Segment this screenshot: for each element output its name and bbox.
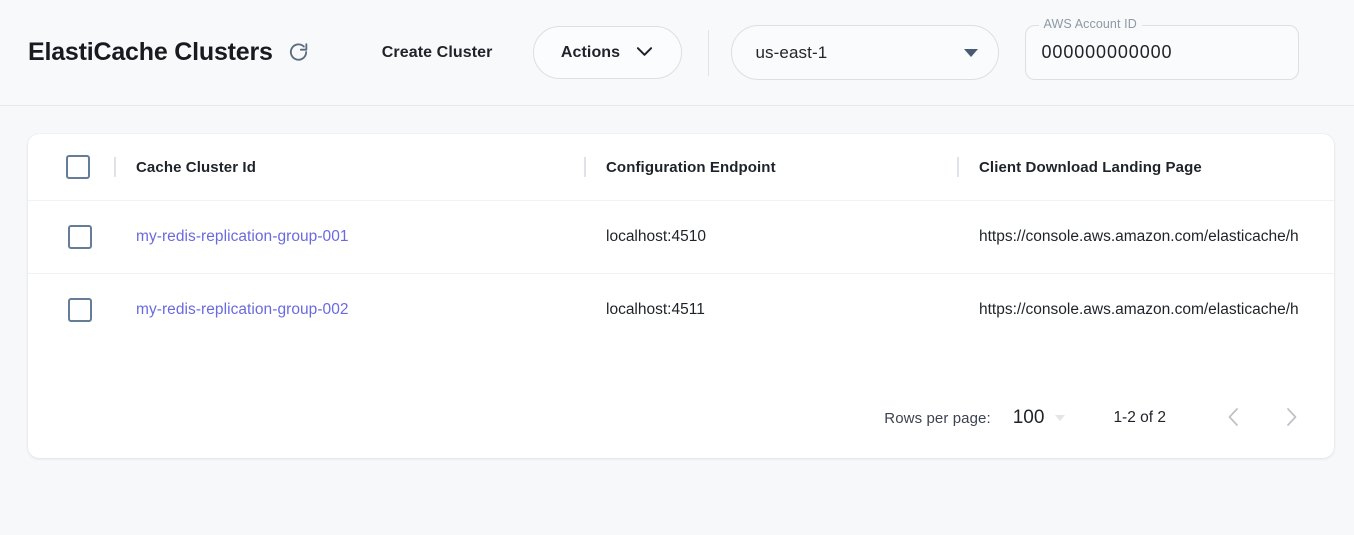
cell-cluster-id: my-redis-replication-group-002 xyxy=(114,273,584,347)
column-header-configuration-endpoint[interactable]: Configuration Endpoint xyxy=(584,134,957,201)
cluster-id-link[interactable]: my-redis-replication-group-002 xyxy=(136,301,349,319)
cell-client-download-landing-page: https://console.aws.amazon.com/elasticac… xyxy=(957,273,1334,347)
column-header-client-download-landing-page[interactable]: Client Download Landing Page xyxy=(957,134,1334,201)
row-checkbox[interactable] xyxy=(68,225,92,249)
page-title: ElastiCache Clusters xyxy=(28,38,273,66)
cell-configuration-endpoint: localhost:4511 xyxy=(584,273,957,347)
column-header-cluster-id[interactable]: Cache Cluster Id xyxy=(114,134,584,201)
column-header-label: Configuration Endpoint xyxy=(606,158,776,176)
chevron-left-icon xyxy=(1227,407,1240,430)
row-checkbox[interactable] xyxy=(68,298,92,323)
aws-account-id-input[interactable] xyxy=(1041,42,1282,63)
pagination-bar: Rows per page: 100 1-2 of 2 xyxy=(884,378,1334,458)
cell-client-download-landing-page: https://console.aws.amazon.com/elasticac… xyxy=(957,200,1334,274)
column-separator xyxy=(584,157,586,177)
rows-per-page-label: Rows per page: xyxy=(884,409,991,427)
aws-account-id-label: AWS Account ID xyxy=(1038,17,1142,31)
client-download-landing-page-value: https://console.aws.amazon.com/elasticac… xyxy=(979,301,1299,319)
rows-per-page-value: 100 xyxy=(1012,407,1045,428)
refresh-icon xyxy=(287,41,310,64)
actions-button[interactable]: Actions xyxy=(532,26,682,79)
table-row: my-redis-replication-group-001 localhost… xyxy=(28,200,1334,274)
select-all-checkbox[interactable] xyxy=(66,155,90,179)
table-header-row: Cache Cluster Id Configuration Endpoint … xyxy=(28,134,1334,201)
select-all-header xyxy=(28,134,114,201)
column-separator xyxy=(114,157,116,177)
table-header: Cache Cluster Id Configuration Endpoint … xyxy=(28,134,1334,201)
chevron-down-icon xyxy=(636,44,653,62)
app-header: ElastiCache Clusters Create Cluster Acti… xyxy=(0,0,1354,106)
header-divider xyxy=(707,29,709,76)
next-page-button[interactable] xyxy=(1270,397,1312,439)
actions-button-label: Actions xyxy=(560,43,621,61)
cell-cluster-id: my-redis-replication-group-001 xyxy=(114,200,584,274)
chevron-right-icon xyxy=(1285,407,1298,430)
clusters-card: Cache Cluster Id Configuration Endpoint … xyxy=(28,134,1334,458)
configuration-endpoint-value: localhost:4511 xyxy=(606,301,705,319)
pagination-range-label: 1-2 of 2 xyxy=(1113,409,1166,426)
column-separator xyxy=(957,157,959,177)
configuration-endpoint-value: localhost:4510 xyxy=(606,228,706,245)
caret-down-icon xyxy=(963,48,978,57)
row-select-cell xyxy=(28,200,114,274)
column-header-label: Client Download Landing Page xyxy=(979,158,1202,176)
aws-account-id-field[interactable]: AWS Account ID xyxy=(1024,17,1299,80)
cluster-id-link[interactable]: my-redis-replication-group-001 xyxy=(136,228,349,245)
region-select[interactable]: us-east-1 xyxy=(730,25,999,80)
cell-configuration-endpoint: localhost:4510 xyxy=(584,200,957,274)
table-row: my-redis-replication-group-002 localhost… xyxy=(28,273,1334,347)
table-body: my-redis-replication-group-001 localhost… xyxy=(28,200,1334,347)
caret-down-icon xyxy=(1055,415,1066,421)
client-download-landing-page-value: https://console.aws.amazon.com/elasticac… xyxy=(979,228,1299,245)
previous-page-button[interactable] xyxy=(1212,397,1254,439)
clusters-table: Cache Cluster Id Configuration Endpoint … xyxy=(28,134,1334,347)
refresh-button[interactable] xyxy=(282,36,316,70)
create-cluster-button[interactable]: Create Cluster xyxy=(376,36,499,70)
region-select-value: us-east-1 xyxy=(755,42,828,62)
column-header-label: Cache Cluster Id xyxy=(136,158,256,176)
rows-per-page-select[interactable]: 100 xyxy=(1013,407,1066,429)
row-select-cell xyxy=(28,273,114,347)
